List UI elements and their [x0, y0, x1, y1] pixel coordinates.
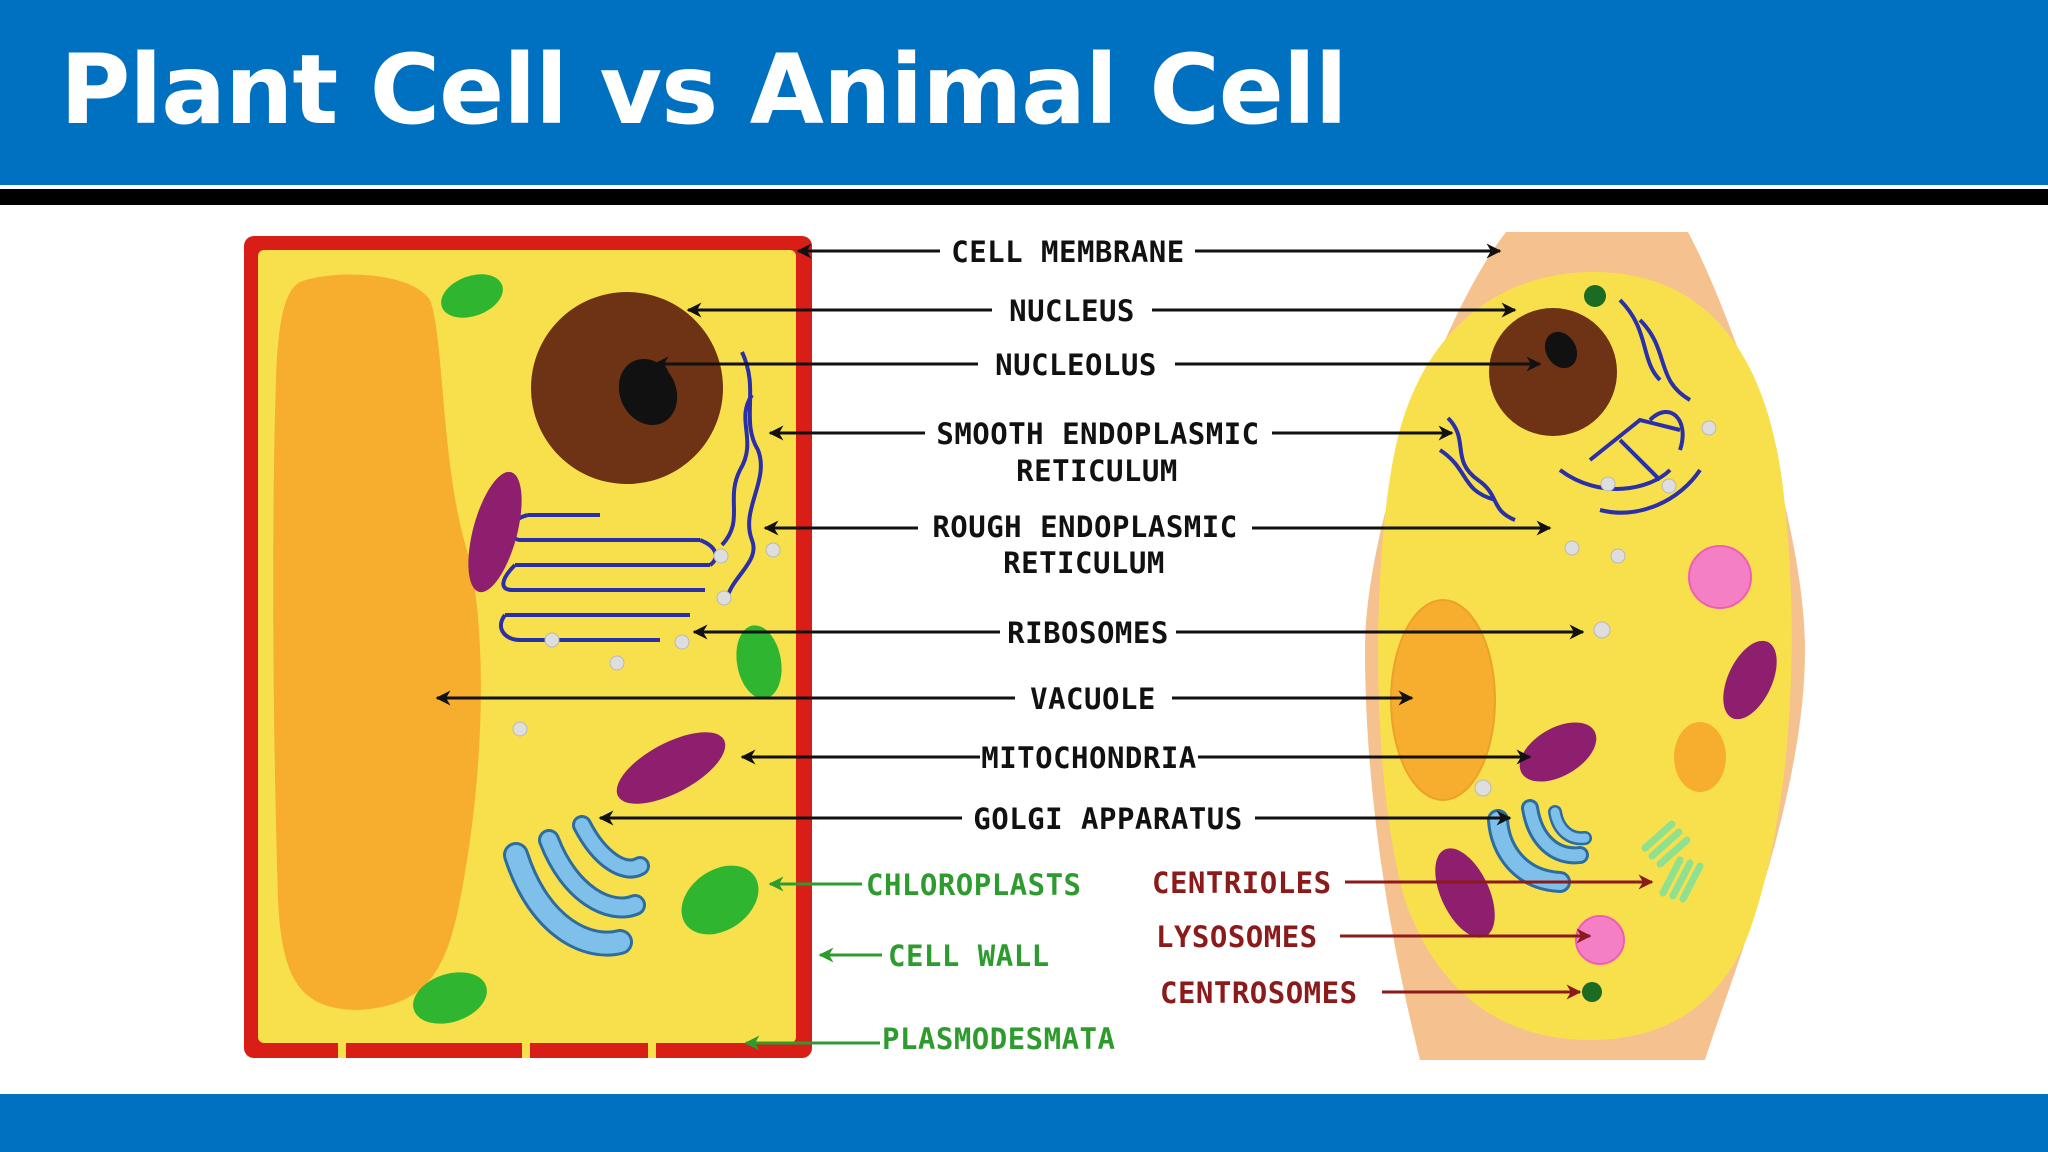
- plant-smooth-er: [720, 393, 754, 547]
- animal-centrioles: [1641, 820, 1704, 903]
- label-mitochondria: MITOCHONDRIA: [981, 741, 1197, 775]
- animal-only-labels: CENTRIOLES LYSOSOMES CENTROSOMES: [1152, 866, 1358, 1010]
- plasmodesma-gap: [338, 1043, 346, 1058]
- label-cell-wall: CELL WALL: [888, 939, 1050, 973]
- label-centrioles: CENTRIOLES: [1152, 866, 1332, 900]
- slide-title: Plant Cell vs Animal Cell: [60, 34, 1348, 146]
- label-vacuole: VACUOLE: [1030, 682, 1156, 716]
- animal-vacuole: [1390, 599, 1496, 801]
- plant-mitochondrion: [616, 732, 726, 804]
- animal-lysosome: [1575, 915, 1625, 965]
- animal-cell: [1365, 232, 1805, 1060]
- label-centrosomes: CENTROSOMES: [1160, 976, 1358, 1010]
- plant-chloroplast: [441, 274, 503, 318]
- plasmodesma-gap: [522, 1043, 530, 1058]
- label-nucleolus: NUCLEOLUS: [995, 348, 1157, 382]
- animal-vacuole-small: [1674, 722, 1726, 792]
- animal-mitochondrion: [1435, 848, 1495, 938]
- label-golgi-apparatus: GOLGI APPARATUS: [973, 802, 1242, 836]
- plasmodesma-gap: [648, 1043, 656, 1058]
- plant-only-labels: CHLOROPLASTS CELL WALL PLASMODESMATA: [866, 868, 1115, 1056]
- label-chloroplasts: CHLOROPLASTS: [866, 868, 1082, 902]
- plant-ribosomes: [512, 542, 781, 737]
- label-arrows: [435, 243, 1654, 1051]
- plant-chloroplast: [413, 972, 487, 1024]
- animal-lysosome: [1688, 545, 1752, 609]
- plant-chloroplast: [736, 625, 782, 699]
- plant-mitochondrion: [468, 471, 522, 593]
- footer-bar: [0, 1094, 2048, 1152]
- shared-labels: CELL MEMBRANE NUCLEUS NUCLEOLUS SMOOTH E…: [932, 235, 1259, 836]
- animal-cytoplasm: [1378, 272, 1792, 1040]
- animal-golgi-apparatus: [1487, 799, 1592, 893]
- animal-nucleus: [1489, 308, 1617, 436]
- label-plasmodesmata: PLASMODESMATA: [882, 1022, 1115, 1056]
- label-nucleus: NUCLEUS: [1009, 294, 1135, 328]
- label-lysosomes: LYSOSOMES: [1156, 920, 1318, 954]
- plant-golgi-apparatus: [503, 815, 650, 957]
- plant-nucleolus: [618, 358, 678, 426]
- animal-centrosome: [1582, 982, 1602, 1002]
- animal-mitochondrion: [1519, 722, 1597, 782]
- plant-cell: [244, 236, 812, 1058]
- label-cell-membrane: CELL MEMBRANE: [951, 235, 1184, 269]
- label-smooth-er-line2: RETICULUM: [1016, 454, 1178, 488]
- label-ribosomes: RIBOSOMES: [1007, 616, 1169, 650]
- label-rough-er: ROUGH ENDOPLASMIC: [932, 510, 1237, 544]
- label-rough-er-line2: RETICULUM: [1003, 546, 1165, 580]
- animal-ribosomes: [1474, 420, 1717, 797]
- animal-rough-er: [1558, 298, 1702, 515]
- animal-centrosome-top: [1584, 285, 1606, 307]
- plant-chloroplast: [681, 865, 759, 935]
- animal-smooth-er: [1438, 416, 1516, 522]
- plant-rough-er: [505, 513, 710, 642]
- plant-central-vacuole: [273, 274, 481, 1011]
- title-bar: Plant Cell vs Animal Cell: [0, 0, 2048, 185]
- animal-nucleolus: [1544, 331, 1578, 369]
- header-divider: [0, 189, 2048, 205]
- animal-mitochondrion: [1723, 640, 1777, 720]
- label-smooth-er: SMOOTH ENDOPLASMIC: [936, 417, 1259, 451]
